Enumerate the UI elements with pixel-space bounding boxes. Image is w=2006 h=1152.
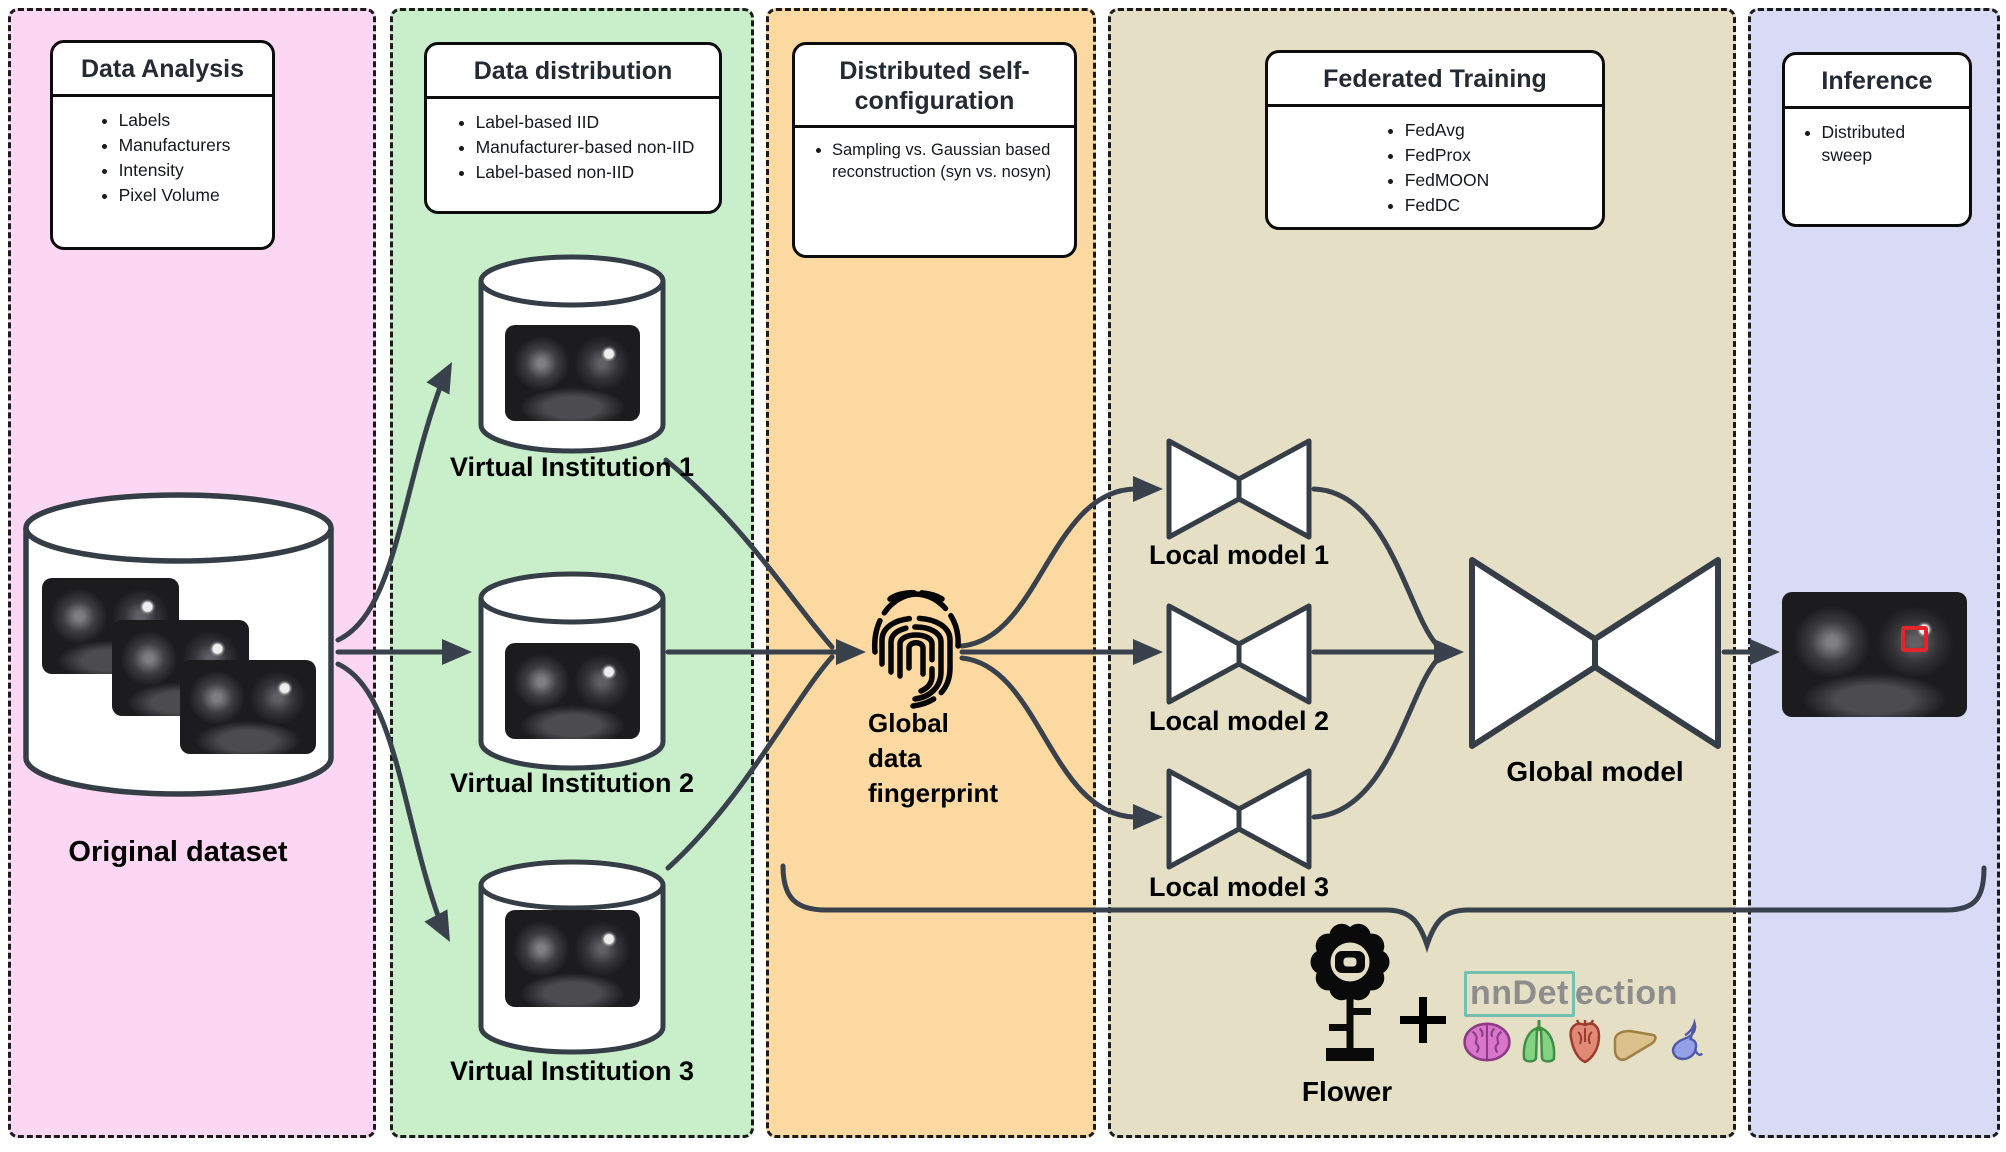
card-body-federated-training: FedAvg FedProx FedMOON FedDC — [1268, 107, 1602, 229]
mri-scan-thumbnail — [505, 325, 640, 421]
card-body-inference: Distributed sweep — [1785, 109, 1969, 225]
autoencoder-bowtie-icon — [1166, 603, 1312, 705]
autoencoder-bowtie-icon — [1166, 768, 1312, 870]
nndetection-boxed-text: nnDet — [1464, 971, 1575, 1017]
data-distribution-bullet-list: Label-based IID Manufacturer-based non-I… — [452, 109, 695, 202]
flower-logo-icon — [1310, 923, 1390, 1061]
card-body-data-distribution: Label-based IID Manufacturer-based non-I… — [427, 99, 719, 212]
card-title-federated-training: Federated Training — [1268, 53, 1602, 107]
local-model-3-label: Local model 3 — [1148, 872, 1330, 902]
flower-label: Flower — [1301, 1076, 1393, 1107]
inference-mri-result-image — [1782, 592, 1967, 717]
mri-scan-thumbnail — [180, 660, 316, 754]
bullet-item: FedDC — [1405, 194, 1490, 217]
organ-icons-row — [1462, 1018, 1704, 1064]
fingerprint-label-line: data — [868, 743, 922, 773]
self-configuration-bullet-list: Sampling vs. Gaussian based reconstructi… — [812, 138, 1057, 245]
card-inference: Inference Distributed sweep — [1782, 52, 1972, 227]
card-title-data-distribution: Data distribution — [427, 45, 719, 99]
lungs-icon — [1522, 1020, 1556, 1063]
brain-icon — [1463, 1022, 1511, 1062]
card-data-analysis: Data Analysis Labels Manufacturers Inten… — [50, 40, 275, 250]
federated-training-bullet-list: FedAvg FedProx FedMOON FedDC — [1381, 117, 1490, 219]
bullet-item: Labels — [119, 109, 231, 132]
inference-bullet-list: Distributed sweep — [1798, 119, 1957, 215]
card-federated-training: Federated Training FedAvg FedProx FedMOO… — [1265, 50, 1605, 230]
virtual-institution-3-label: Virtual Institution 3 — [449, 1056, 695, 1086]
bullet-item: Manufacturers — [119, 134, 231, 157]
bullet-item: FedProx — [1405, 144, 1490, 167]
card-self-configuration: Distributed self-configuration Sampling … — [792, 42, 1077, 258]
bullet-item: Manufacturer-based non-IID — [476, 136, 695, 159]
panel-inference: Inference Distributed sweep — [1748, 8, 2000, 1138]
global-model-label: Global model — [1506, 756, 1684, 787]
autoencoder-bowtie-icon — [1166, 438, 1312, 540]
bullet-item: Intensity — [119, 159, 231, 182]
bullet-item: Sampling vs. Gaussian based reconstructi… — [832, 140, 1057, 184]
bullet-item: Pixel Volume — [119, 184, 231, 207]
bullet-item: FedMOON — [1405, 169, 1490, 192]
card-title-self-configuration: Distributed self-configuration — [795, 45, 1074, 128]
fingerprint-label-line: Global — [868, 708, 949, 738]
mri-scan-thumbnail — [505, 910, 640, 1007]
local-model-1-label: Local model 1 — [1148, 540, 1330, 570]
bullet-item: FedAvg — [1405, 119, 1490, 142]
bullet-item: Label-based IID — [476, 111, 695, 134]
bullet-item: Label-based non-IID — [476, 161, 695, 184]
detection-bounding-box — [1901, 626, 1928, 652]
virtual-institution-1-label: Virtual Institution 1 — [449, 452, 695, 482]
panel-self-configuration: Distributed self-configuration Sampling … — [766, 8, 1096, 1138]
nndetection-rest-text: ection — [1574, 974, 1678, 1012]
local-model-2-label: Local model 2 — [1148, 706, 1330, 736]
card-title-data-analysis: Data Analysis — [53, 43, 272, 97]
mri-scan-thumbnail — [505, 643, 640, 739]
autoencoder-bowtie-icon — [1469, 557, 1721, 749]
original-dataset-label: Original dataset — [68, 836, 288, 868]
card-data-distribution: Data distribution Label-based IID Manufa… — [424, 42, 722, 214]
global-data-fingerprint-label: Global data fingerprint — [868, 706, 998, 811]
liver-icon — [1613, 1029, 1657, 1061]
card-body-self-configuration: Sampling vs. Gaussian based reconstructi… — [795, 128, 1074, 255]
plus-icon — [1400, 997, 1446, 1043]
fingerprint-label-line: fingerprint — [868, 778, 998, 808]
fingerprint-icon — [872, 589, 961, 709]
heart-icon — [1569, 1019, 1601, 1064]
data-analysis-bullet-list: Labels Manufacturers Intensity Pixel Vol… — [95, 107, 231, 238]
stomach-icon — [1671, 1018, 1704, 1061]
card-title-inference: Inference — [1785, 55, 1969, 109]
virtual-institution-2-label: Virtual Institution 2 — [449, 768, 695, 798]
bullet-item: Distributed sweep — [1822, 121, 1957, 167]
card-body-data-analysis: Labels Manufacturers Intensity Pixel Vol… — [53, 97, 272, 248]
